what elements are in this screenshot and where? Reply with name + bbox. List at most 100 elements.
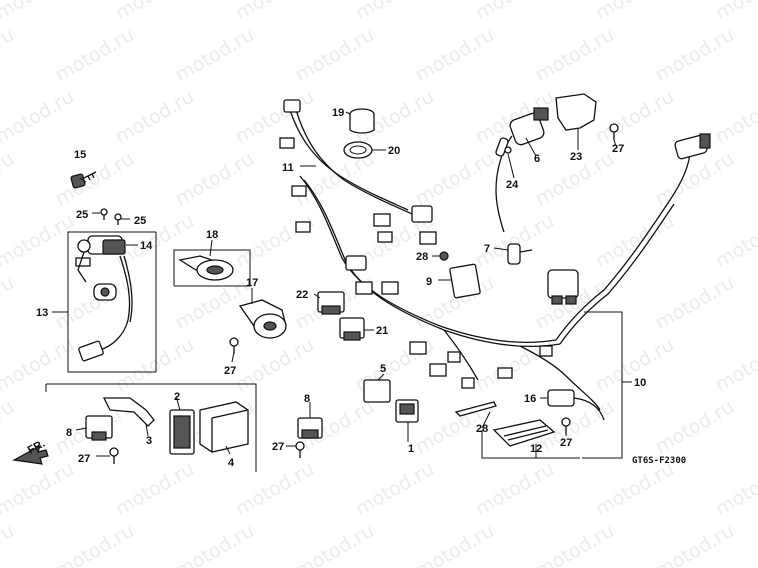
watermark-text: motod.ru xyxy=(532,24,618,87)
plug-cap xyxy=(674,133,711,160)
relay-5 xyxy=(363,379,391,403)
bracket-20 xyxy=(343,141,373,159)
callout: 17 xyxy=(246,277,258,289)
bracket-28-lower xyxy=(454,401,497,417)
watermark-text: motod.ru xyxy=(112,0,198,24)
callout: 16 xyxy=(524,393,536,405)
callout: 20 xyxy=(388,145,400,157)
watermark-text: motod.ru xyxy=(712,334,758,397)
callout: 14 xyxy=(140,240,153,252)
callout: 18 xyxy=(206,229,218,241)
watermark-text: motod.ru xyxy=(0,210,78,273)
horn-bracket-frame xyxy=(173,249,251,287)
callout: 27 xyxy=(560,437,572,449)
callout: 8 xyxy=(304,393,310,405)
watermark-text: motod.ru xyxy=(592,0,678,24)
screw-25 xyxy=(100,208,122,225)
callout: 15 xyxy=(74,149,86,161)
watermark-text: motod.ru xyxy=(352,0,438,24)
watermark-text: motod.ru xyxy=(292,24,378,87)
watermark-text: motod.ru xyxy=(592,86,678,149)
main-wire-harness xyxy=(289,109,691,411)
bolt-27-top xyxy=(609,123,619,140)
watermark-text: motod.ru xyxy=(652,520,738,568)
bolt-28 xyxy=(439,251,449,261)
watermark-text: motod.ru xyxy=(652,396,738,459)
horn-17 xyxy=(238,299,287,339)
relay-21 xyxy=(339,317,365,341)
watermark-text: motod.ru xyxy=(52,272,138,335)
watermark-text: motod.ru xyxy=(232,86,318,149)
watermark-text: motod.ru xyxy=(472,458,558,521)
watermark-text: motod.ru xyxy=(112,458,198,521)
relay-8-left xyxy=(85,415,113,441)
watermark-text: motod.ru xyxy=(0,334,78,397)
watermark-text: motod.ru xyxy=(232,458,318,521)
watermark-text: motod.ru xyxy=(652,148,738,211)
front-arrow xyxy=(12,444,49,465)
screw-24 xyxy=(504,146,512,154)
regulator-2 xyxy=(169,409,195,455)
watermark-text: motod.ru xyxy=(472,0,558,24)
watermark-text: motod.ru xyxy=(712,458,758,521)
diagram-reference: GT6S-F2300 xyxy=(632,456,686,466)
tray-12 xyxy=(492,419,556,447)
watermark-text: motod.ru xyxy=(652,272,738,335)
callout: 2 xyxy=(174,391,180,403)
watermark-text: motod.ru xyxy=(232,334,318,397)
watermark-text: motod.ru xyxy=(172,24,258,87)
watermark-text: motod.ru xyxy=(52,24,138,87)
callout: 19 xyxy=(332,107,344,119)
watermark-text: motod.ru xyxy=(412,148,498,211)
rubber-mount-19 xyxy=(349,108,375,134)
callout: 21 xyxy=(376,325,388,337)
bolt-27-left xyxy=(109,447,119,464)
harness-connectors xyxy=(279,99,553,389)
callout: 7 xyxy=(484,243,490,255)
cdi-unit-4 xyxy=(199,401,249,453)
callout: 9 xyxy=(426,276,432,288)
watermark-text: motod.ru xyxy=(0,272,18,335)
watermark-text: motod.ru xyxy=(352,458,438,521)
watermark-text: motod.ru xyxy=(52,148,138,211)
watermark-text: motod.ru xyxy=(412,520,498,568)
callout: 12 xyxy=(530,443,542,455)
leader-lines xyxy=(52,111,617,458)
callout: 10 xyxy=(634,377,646,389)
callouts: 1 2 3 4 5 6 7 8 8 9 10 11 12 13 14 15 16… xyxy=(36,107,646,469)
watermark-text: motod.ru xyxy=(592,210,678,273)
callout: 27 xyxy=(272,441,284,453)
callout: 13 xyxy=(36,307,48,319)
tray-12-frame xyxy=(481,430,580,459)
callout: 27 xyxy=(78,453,90,465)
callout: 22 xyxy=(296,289,308,301)
watermark-text: motod.ru xyxy=(232,0,318,24)
lower-left-group-frame xyxy=(46,383,257,472)
horn xyxy=(178,255,234,281)
callout: 11 xyxy=(282,162,294,174)
watermark-text: motod.ru xyxy=(712,0,758,24)
component-1 xyxy=(395,399,419,423)
relay-22 xyxy=(317,291,345,315)
watermark-text: motod.ru xyxy=(592,458,678,521)
callout: 4 xyxy=(228,457,235,469)
callout: 27 xyxy=(612,143,624,155)
relay-8-center xyxy=(297,417,323,439)
ignition-coil-6 xyxy=(495,107,549,233)
callout: 25 xyxy=(134,215,146,227)
watermark-text: motod.ru xyxy=(112,334,198,397)
watermark-text: motod.ru xyxy=(0,396,18,459)
watermark-text: motod.ru xyxy=(712,210,758,273)
bracket-3 xyxy=(102,397,155,427)
callout: 5 xyxy=(380,363,386,375)
callout: 28 xyxy=(416,251,428,263)
watermark-text: motod.ru xyxy=(0,0,78,24)
watermark-text: motod.ru xyxy=(412,24,498,87)
switch-16 xyxy=(547,389,605,421)
watermark-text: motod.ru xyxy=(652,24,738,87)
callout: 28 xyxy=(476,423,488,435)
callout: 24 xyxy=(506,179,519,191)
